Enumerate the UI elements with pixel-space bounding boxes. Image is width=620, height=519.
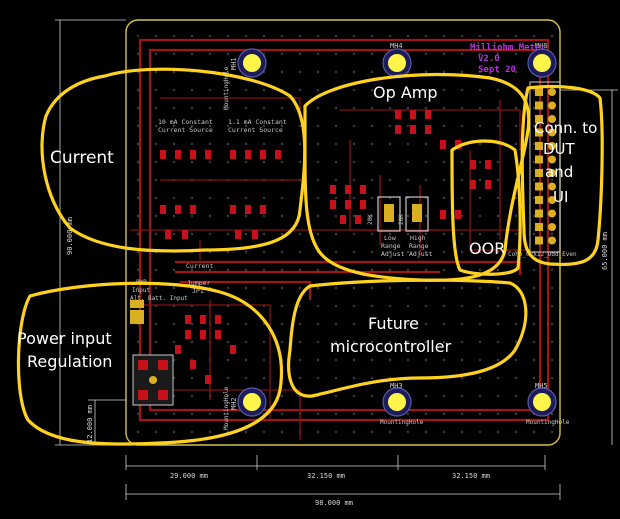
- mh5-label: MH5: [535, 382, 548, 390]
- jumper-ref: JP1: [192, 287, 204, 295]
- high-range-line1: High: [410, 234, 426, 242]
- mounting-hole-mh3: [382, 387, 412, 417]
- dim-12mm: 12.000 mm: [86, 405, 94, 443]
- high-range-line3: Adjust: [409, 250, 433, 258]
- region-label-oor: OOR: [469, 239, 505, 258]
- high-range-line2: Range: [409, 242, 429, 250]
- jumper-label: Jumper: [187, 279, 211, 287]
- current-source-2-line1: 1.1 mA Constant: [228, 118, 287, 126]
- region-outline-microcontroller: [287, 278, 528, 398]
- mounting-hole-mh4: [382, 48, 412, 78]
- mounting-label-mh3: MountingHole: [380, 419, 424, 426]
- region-label-conn-line1: Conn. to: [534, 119, 597, 137]
- region-label-conn-line3: and: [545, 163, 573, 181]
- mounting-hole-mh1: [237, 48, 267, 78]
- region-label-current: Current: [50, 148, 114, 168]
- silkscreen-text: Milliohm Meter V2.0 Sept 20 10 mA Consta…: [130, 42, 577, 302]
- pot1-value: 20K: [367, 214, 374, 225]
- dimension-labels: 29.000 mm 32.150 mm 32.150 mm 98.000 mm …: [66, 217, 609, 507]
- region-label-micro-line2: microcontroller: [330, 337, 452, 356]
- dimension-lines: [55, 19, 618, 500]
- mounting-label-mh2: MountingHole: [223, 386, 230, 430]
- header-connector: [529, 81, 561, 253]
- alt-batt-label: Alt. Batt. Input: [130, 295, 188, 302]
- mounting-label-mh5: MountingHole: [526, 419, 570, 426]
- input-label: Input: [132, 287, 150, 294]
- mh1-label: MH1: [230, 57, 238, 70]
- pot2-value: 20K: [398, 214, 405, 225]
- dim-29mm: 29.000 mm: [170, 472, 208, 480]
- mounting-hole-mh2: [237, 387, 267, 417]
- mounting-hole-mh6: [527, 48, 557, 78]
- region-label-op-amp: Op Amp: [373, 83, 438, 102]
- dim-32mm-a: 32.150 mm: [307, 472, 345, 480]
- mh2-label: MH2: [230, 397, 238, 410]
- current-source-1-line1: 10 mA Constant: [158, 118, 213, 126]
- dim-32mm-b: 32.150 mm: [452, 472, 490, 480]
- current-silk-label: Current: [186, 262, 213, 270]
- board-version: V2.0: [478, 54, 500, 64]
- board-edge: [125, 19, 561, 446]
- low-range-line3: Adjust: [381, 250, 405, 258]
- dim-98mm: 98.000 mm: [315, 499, 353, 507]
- mh4-label: MH4: [390, 42, 403, 50]
- dim-right-vertical: 65.000 mm: [601, 232, 609, 270]
- trimmer-potentiometers: [377, 196, 429, 232]
- connector-label: Conn_02x12_Odd_Even: [508, 251, 577, 258]
- region-labels: Current Op Amp Conn. to DUT and UI OOR P…: [17, 83, 597, 371]
- low-range-line1: Low: [384, 234, 396, 242]
- region-outline-op-amp: [303, 72, 531, 282]
- mh3-label: MH3: [390, 382, 403, 390]
- region-label-micro-line1: Future: [368, 314, 419, 333]
- region-label-power-line2: Regulation: [27, 352, 112, 371]
- region-label-conn-line2: DUT: [543, 140, 576, 158]
- mh6-label: MH6: [535, 42, 548, 50]
- mounting-hole-labels: MH4 MH6 MH1 MH2 MH3 MH5 MountingHole Mou…: [223, 42, 570, 430]
- current-source-1-line2: Current Source: [158, 126, 213, 134]
- board-title: Milliohm Meter: [470, 42, 546, 53]
- mounting-label-mh1: MountingHole: [223, 66, 230, 110]
- dim-left-vertical: 90.000 mm: [66, 217, 74, 255]
- component-pads: [160, 110, 491, 384]
- mounting-hole-mh5: [527, 387, 557, 417]
- region-outline-power: [16, 281, 283, 446]
- region-label-conn-line4: UI: [553, 188, 568, 206]
- mounting-holes: [237, 48, 557, 417]
- regulator-block: [130, 300, 174, 406]
- board-date: Sept 20: [478, 65, 516, 75]
- grid-dots: [136, 34, 554, 434]
- current-source-2-line2: Current Source: [228, 126, 283, 134]
- region-label-power-line1: Power input: [17, 329, 112, 348]
- region-outline-current: [40, 67, 307, 253]
- region-annotations: [16, 67, 604, 446]
- region-outline-oor: [450, 139, 522, 276]
- low-range-line2: Range: [381, 242, 401, 250]
- copper-traces: [130, 38, 550, 440]
- region-outline-connector: [520, 84, 604, 267]
